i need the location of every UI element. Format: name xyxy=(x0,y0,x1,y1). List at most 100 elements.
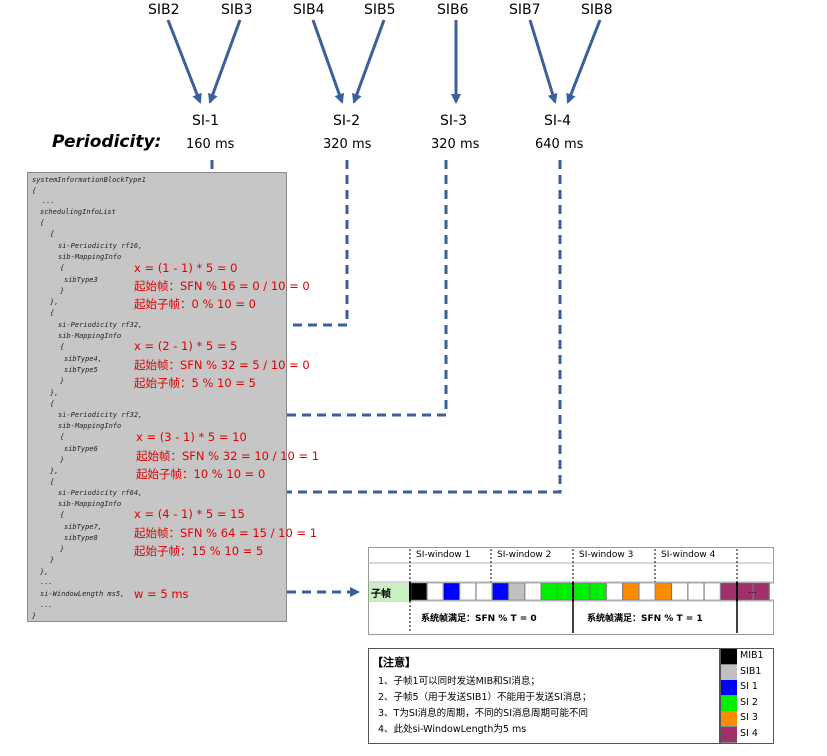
code-line: si-Periodicity rf32, xyxy=(58,321,143,329)
calc-x: x = (2 - 1) * 5 = 5 xyxy=(134,339,238,353)
subframe-cell xyxy=(704,582,721,601)
calc-start: 起始帧：SFN % 32 = 10 / 10 = 1 xyxy=(136,449,320,463)
code-line: } xyxy=(50,556,55,564)
subframe-cell xyxy=(655,582,672,601)
si-window-label: SI-window 4 xyxy=(661,550,716,560)
si-window-label: SI-window 3 xyxy=(579,550,634,560)
legend-label: SIB1 xyxy=(740,665,762,677)
si-name: SI-2 xyxy=(333,113,360,129)
calc-start: 起始帧：SFN % 32 = 5 / 10 = 0 xyxy=(134,358,310,372)
note-item: 2、子帧5（用于发送SIB1）不能用于发送SI消息； xyxy=(378,692,592,703)
subframe-cell xyxy=(541,582,558,601)
subframe-cell xyxy=(606,582,623,601)
subframe-cell xyxy=(410,582,427,601)
code-line: ... xyxy=(42,197,55,205)
calc-start: 起始帧：SFN % 16 = 0 / 10 = 0 xyxy=(134,279,310,293)
si-name: SI-4 xyxy=(544,113,571,129)
subframe-cell xyxy=(475,582,493,601)
sib-label: SIB5 xyxy=(364,2,396,18)
code-line: sib-MappingInfo xyxy=(58,500,122,508)
note-item: 1、子帧1可以同时发送MIB和SI消息； xyxy=(378,676,540,687)
arrow-sib5-si2 xyxy=(352,19,386,104)
legend-swatch xyxy=(721,726,737,743)
code-line: sibType6 xyxy=(64,445,98,453)
subframe-cell xyxy=(443,582,460,601)
connector-si4 xyxy=(140,160,562,497)
legend-label: SI 3 xyxy=(740,712,758,723)
si-period: 640 ms xyxy=(535,137,584,152)
code-line: { xyxy=(60,264,65,272)
code-line: ... xyxy=(40,578,53,586)
code-line: } xyxy=(60,545,65,553)
sib1-code-panel xyxy=(27,172,287,622)
subframe-cell xyxy=(426,582,444,601)
code-line: } xyxy=(32,612,37,620)
arrow-sib7-si4 xyxy=(528,19,558,104)
si-period: 320 ms xyxy=(323,137,372,152)
subframe-cell xyxy=(638,582,656,601)
subframe-cell xyxy=(459,582,476,601)
periodicity-label: Periodicity: xyxy=(52,132,162,152)
sib-label: SIB6 xyxy=(437,2,469,18)
code-line: sibType3 xyxy=(64,276,98,284)
calc-sub: 起始子帧：5 % 10 = 5 xyxy=(134,376,256,390)
calc-sub: 起始子帧：10 % 10 = 0 xyxy=(136,467,266,481)
arrow-sib2-si1 xyxy=(166,19,202,104)
subframe-cell xyxy=(769,582,774,601)
subframe-row-label: 子帧 xyxy=(371,589,391,600)
legend-swatch xyxy=(721,695,737,712)
code-line: systemInformationBlockType1 xyxy=(32,176,146,184)
sib-label: SIB3 xyxy=(221,2,253,18)
legend-label: SI 4 xyxy=(740,727,758,739)
frame-condition: 系统帧满足：SFN % T = 0 xyxy=(421,614,537,624)
legend-label: SI 1 xyxy=(740,681,758,692)
legend-label: SI 2 xyxy=(740,696,758,708)
code-line: sib-MappingInfo xyxy=(58,253,122,261)
code-line: { xyxy=(32,187,37,195)
sib-label: SIB2 xyxy=(148,2,180,18)
note-item: 3、T为SI消息的周期，不同的SI消息周期可能不同 xyxy=(378,708,589,719)
code-line: { xyxy=(60,511,65,519)
note-item: 4、此处si-WindowLength为5 ms xyxy=(378,724,527,735)
code-line: schedulingInfoList xyxy=(40,208,116,216)
subframe-cell xyxy=(687,582,705,601)
subframe-cell xyxy=(557,582,574,601)
notes-panel xyxy=(368,648,720,744)
arrow-sib4-si2 xyxy=(311,19,345,104)
subframe-cell xyxy=(508,582,525,601)
notes-title: 【注意】 xyxy=(372,656,416,669)
code-line: sib-MappingInfo xyxy=(58,422,122,430)
calc-x: x = (4 - 1) * 5 = 15 xyxy=(134,507,245,521)
arrow-sib8-si4 xyxy=(566,19,602,104)
code-line: { xyxy=(60,433,65,441)
code-line: { xyxy=(60,343,65,351)
subframe-grid xyxy=(368,549,774,633)
legend-label: MIB1 xyxy=(740,650,764,661)
subframe-cell xyxy=(671,582,688,601)
si-period: 320 ms xyxy=(431,137,480,152)
code-line: si-Periodicity rf32, xyxy=(58,411,143,419)
calc-x: x = (1 - 1) * 5 = 0 xyxy=(134,261,238,275)
si-window-label: SI-window 2 xyxy=(497,550,552,560)
code-line: si-WindowLength ms5, xyxy=(40,590,125,598)
code-line: sibType8 xyxy=(64,534,98,542)
code-line: sibType5 xyxy=(64,366,98,374)
code-line: { xyxy=(50,400,55,408)
si-name: SI-1 xyxy=(192,113,219,129)
code-line: si-Periodicity rf64, xyxy=(58,489,143,497)
code-line: }, xyxy=(50,389,59,397)
code-line: { xyxy=(50,309,55,317)
code-line: { xyxy=(40,219,45,227)
code-line: si-Periodicity rf16, xyxy=(58,242,143,250)
code-line: }, xyxy=(50,298,59,306)
more-dots: ... xyxy=(748,586,757,596)
code-line: }, xyxy=(40,568,49,576)
si-window-label: SI-window 1 xyxy=(416,550,471,560)
code-line: sibType4, xyxy=(64,355,102,363)
si-name: SI-3 xyxy=(440,113,467,129)
code-line: } xyxy=(60,377,65,385)
sib-label: SIB4 xyxy=(293,2,325,18)
code-line: { xyxy=(50,230,55,238)
legend-swatch xyxy=(721,711,737,727)
calc-x: x = (3 - 1) * 5 = 10 xyxy=(136,430,247,444)
